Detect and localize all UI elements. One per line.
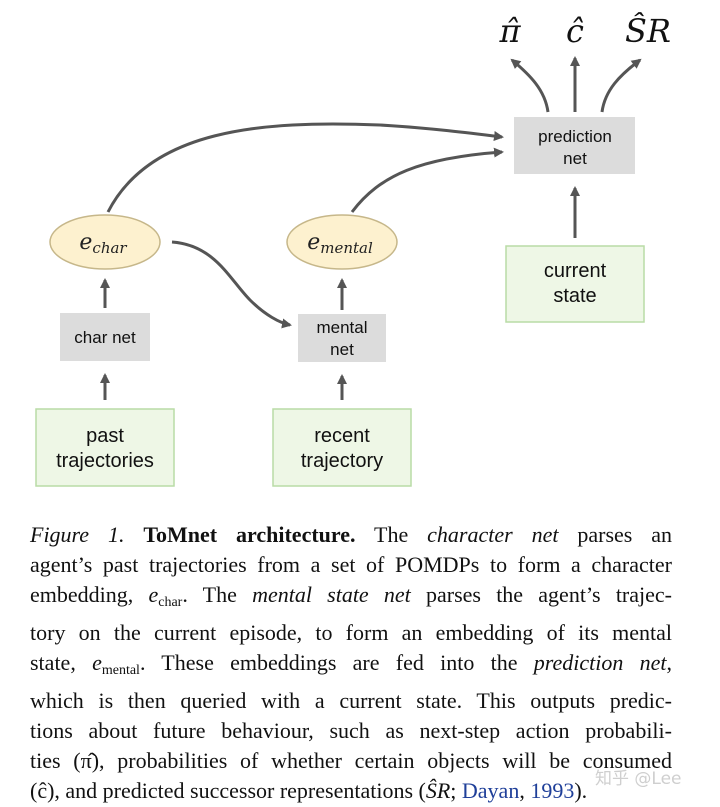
caption-line-9: (ĉ), and predicted successor representat… [30,778,588,803]
prediction-net-label-line2: net [563,149,587,168]
e-mental-label: emental [307,230,373,257]
mental-net-box [298,314,386,362]
char-net-label: char net [74,328,136,347]
recent-trajectory-label-line2: trajectory [301,450,383,472]
mental-net-label-line2: net [330,340,354,359]
arrow-to-pi-hat [510,58,550,113]
e-char-ellipse [49,214,161,270]
figure-caption: Figure 1. ToMnet architecture. The chara… [30,520,672,806]
output-pi-hat-label: π̂ [498,12,521,50]
citation-link-year[interactable]: 1993 [530,778,575,803]
arrow-echar-to-prediction [106,122,504,213]
caption-line-5: state, emental. These embeddings are fed… [30,650,672,678]
citation-link-dayan[interactable]: Dayan [461,778,520,803]
tomnet-architecture-diagram: π̂ ĉ ŜR prediction net current state ech… [35,12,671,487]
caption-line-7: tions about future behaviour, such as ne… [30,718,672,743]
arrow-to-sr-hat [600,58,642,113]
current-state-label-line1: current [544,260,607,282]
current-state-box [505,245,645,323]
caption-line-2: agent’s past trajectories from a set of … [30,552,672,577]
current-state-label-line2: state [553,285,596,307]
prediction-net-box [514,117,635,174]
recent-trajectory-label-line1: recent [314,425,370,447]
output-c-hat-label: ĉ [566,12,584,50]
arrow-emental-to-prediction [350,147,504,213]
mental-net-label-line1: mental [316,318,367,337]
e-mental-ellipse [286,214,398,270]
e-char-label: echar [79,230,127,257]
arrow-echar-to-mental-net [171,240,292,329]
past-trajectories-label-line1: past [86,425,124,447]
prediction-net-label-line1: prediction [538,127,612,146]
past-trajectories-label-line2: trajectories [56,450,154,472]
caption-line-6: which is then queried with a current sta… [30,688,672,713]
caption-line-1: Figure 1. ToMnet architecture. The chara… [30,522,672,547]
watermark: 知乎 @Lee [595,769,682,789]
char-net-box [60,313,150,361]
caption-line-4: tory on the current episode, to form an … [30,620,672,645]
output-sr-hat-label: ŜR [625,12,671,50]
caption-line-3: embedding, echar. The mental state net p… [30,582,672,610]
caption-line-8: ties (π̂), probabilities of whether cert… [30,748,672,773]
past-trajectories-box [35,408,175,487]
recent-trajectory-box [272,408,412,487]
